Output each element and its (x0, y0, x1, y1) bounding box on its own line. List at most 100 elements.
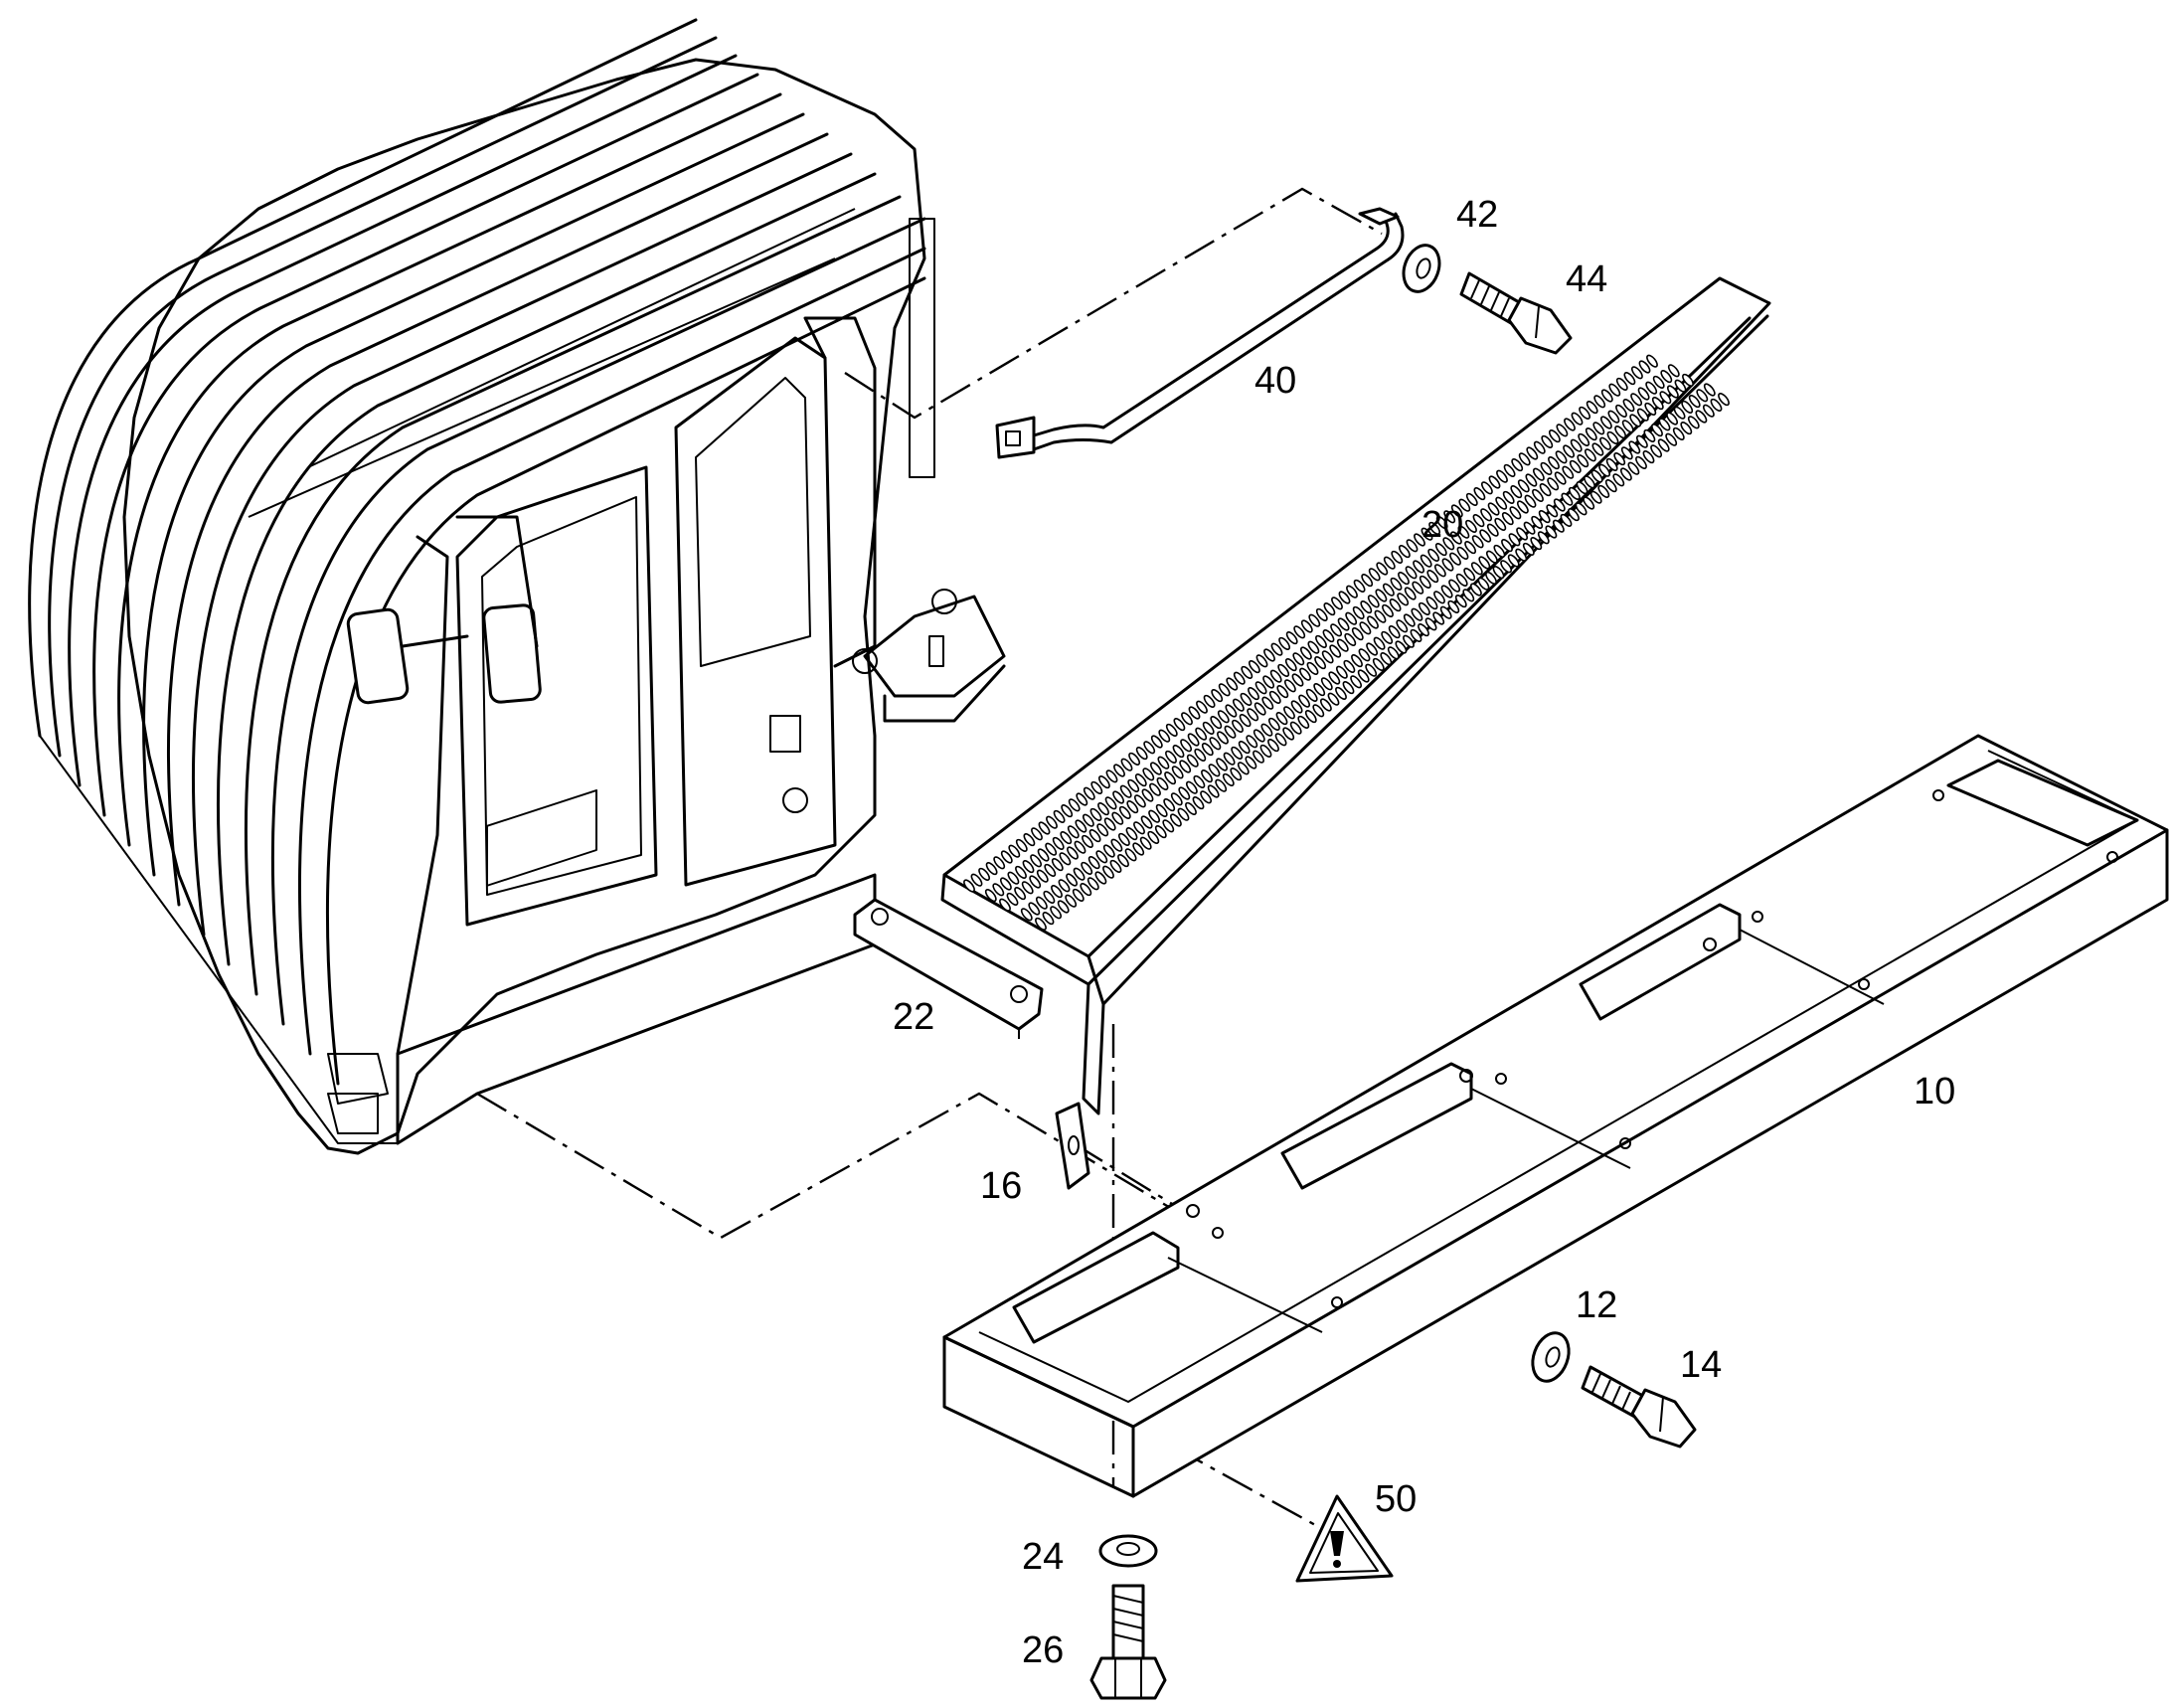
grating-hole (1043, 890, 1056, 904)
grating-hole (1388, 625, 1401, 639)
grating-hole (1083, 786, 1095, 800)
grating-hole (999, 877, 1012, 891)
grating-hole (1143, 741, 1156, 755)
grating-hole (1141, 788, 1154, 802)
grating-hole (1508, 533, 1521, 547)
grating-hole (1066, 873, 1079, 887)
grating-hole (1540, 461, 1553, 475)
grating-hole (1480, 481, 1493, 495)
grating-hole (1150, 735, 1163, 749)
grating-hole (1590, 469, 1603, 483)
grating-hole (1487, 502, 1500, 516)
grating-hole (1015, 865, 1027, 879)
grating-hole (1337, 617, 1350, 631)
grating-hole (1060, 831, 1073, 845)
callout-24: 24 (1022, 1536, 1064, 1578)
grating-hole (1414, 533, 1425, 547)
grating-hole (1255, 654, 1268, 668)
grating-hole (1164, 771, 1177, 785)
grating-hole (1038, 821, 1051, 835)
grating-hole (1532, 467, 1545, 481)
grating-hole (1390, 577, 1403, 591)
grating-hole (1517, 479, 1530, 493)
grating-hole (1660, 370, 1673, 384)
grating-hole (1718, 393, 1730, 407)
grating-hole (1449, 531, 1462, 545)
grating-hole (1449, 552, 1461, 566)
grating-hole (1352, 605, 1365, 619)
grating-hole (1450, 504, 1463, 518)
grating-hole (1274, 733, 1287, 747)
grating-hole (1666, 385, 1679, 399)
grating-hole (1432, 611, 1445, 625)
grating-hole (1165, 750, 1177, 764)
grating-hole (970, 873, 983, 887)
grating-hole (1285, 631, 1298, 645)
grating-hole (1556, 424, 1569, 437)
grating-hole (1546, 504, 1559, 518)
grating-hole (1672, 427, 1685, 440)
grating-hole (1382, 583, 1395, 597)
warning-triangle-icon (1295, 1494, 1394, 1583)
grating-hole (1439, 605, 1452, 619)
grating-hole (992, 883, 1005, 897)
grating-hole (1192, 796, 1205, 810)
bolt-part-44 (1459, 271, 1573, 355)
grating-hole (1260, 723, 1273, 737)
grating-hole (1035, 917, 1047, 931)
grating-hole (1443, 510, 1456, 524)
grating-hole (1299, 646, 1312, 660)
grating-hole (1458, 498, 1471, 512)
grating-hole (1126, 800, 1139, 814)
grating-hole (1413, 560, 1425, 574)
grating-hole (1516, 527, 1529, 541)
grating-hole (1097, 802, 1109, 816)
grating-hole (1396, 619, 1409, 633)
grating-hole (1418, 623, 1429, 637)
grating-hole (978, 867, 991, 881)
grating-hole (1665, 432, 1678, 446)
grating-hole (1217, 731, 1229, 745)
grating-hole (1329, 644, 1342, 658)
grating-hole (1486, 523, 1499, 537)
grating-hole (1539, 483, 1552, 497)
grating-hole (1561, 492, 1574, 506)
grating-hole (1563, 444, 1576, 458)
grating-hole (1119, 784, 1132, 798)
grating-hole (1193, 774, 1206, 788)
grating-hole (1315, 607, 1328, 621)
grating-hole (1367, 615, 1379, 629)
grating-hole (1110, 838, 1123, 852)
grating-hole (1593, 395, 1606, 409)
grating-hole (1470, 562, 1483, 576)
grating-hole (1387, 646, 1400, 660)
grating-hole (1292, 652, 1305, 666)
grating-hole (1615, 404, 1627, 418)
grating-hole (1555, 450, 1568, 464)
grating-hole (1035, 896, 1048, 910)
grating-hole (1254, 702, 1266, 716)
grating-hole (1289, 721, 1302, 735)
grating-hole (1200, 790, 1213, 804)
grating-hole (1455, 573, 1468, 587)
grating-hole (1462, 589, 1475, 602)
grating-hole (1247, 708, 1259, 722)
grating-hole (1103, 817, 1116, 831)
grating-hole (1076, 792, 1088, 806)
grating-hole (1275, 712, 1288, 726)
grating-hole (1442, 537, 1455, 551)
grating-hole (1278, 636, 1291, 650)
grating-hole (999, 898, 1011, 912)
grating-hole (1501, 539, 1513, 553)
grating-hole (1036, 869, 1049, 883)
grating-hole (1323, 602, 1336, 616)
grating-hole (1006, 892, 1019, 906)
grating-hole (1623, 372, 1636, 386)
grating-hole (1398, 572, 1410, 586)
grating-hole (1619, 467, 1632, 481)
grating-hole (1170, 792, 1183, 806)
grating-hole (1674, 379, 1687, 393)
washer-part-42 (1402, 244, 1441, 293)
grating-hole (1597, 484, 1610, 498)
grating-hole (1710, 398, 1723, 412)
